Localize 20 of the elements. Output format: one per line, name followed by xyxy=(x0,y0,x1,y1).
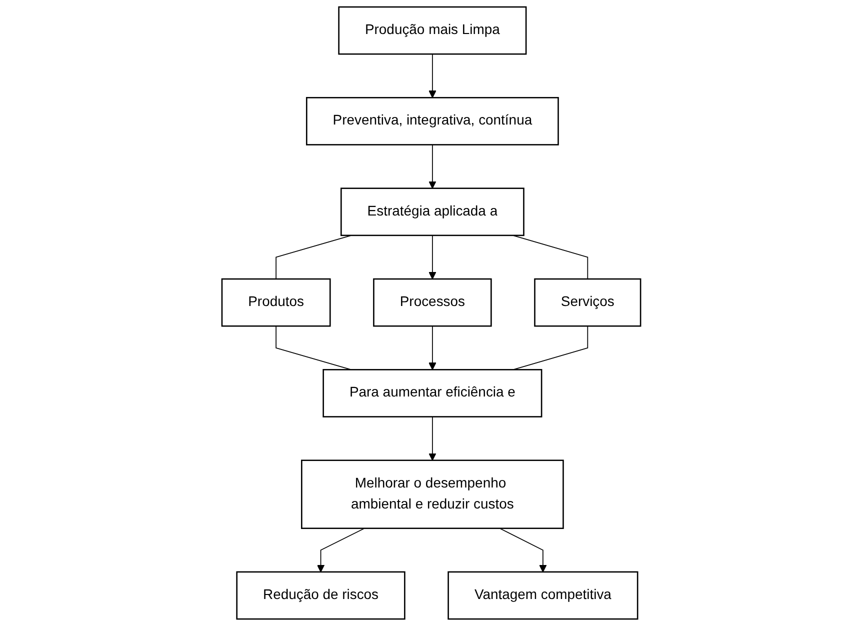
node-box: Melhorar o desempenho ambiental e reduzir custos xyxy=(300,460,564,529)
node-box: Redução de riscos xyxy=(236,571,406,620)
arrow xyxy=(316,528,365,572)
node-box: Processos xyxy=(372,278,492,327)
node-box: Vantagem competitiva xyxy=(447,571,638,620)
arrow xyxy=(428,326,436,370)
connector xyxy=(275,326,352,370)
node-box: Para aumentar eficiência e xyxy=(322,369,542,418)
connector xyxy=(275,234,352,280)
connector xyxy=(512,234,588,280)
node-box: Produção mais Limpa xyxy=(338,6,526,55)
node-box: Estratégia aplicada a xyxy=(340,188,524,236)
node-box: Produtos xyxy=(221,278,331,327)
arrow xyxy=(428,144,436,189)
arrow xyxy=(499,528,546,572)
node-box: Serviços xyxy=(534,278,641,327)
arrow xyxy=(428,54,436,98)
arrow xyxy=(428,234,436,280)
arrow xyxy=(428,416,436,461)
node-box: Preventiva, integrativa, contínua xyxy=(306,97,559,146)
